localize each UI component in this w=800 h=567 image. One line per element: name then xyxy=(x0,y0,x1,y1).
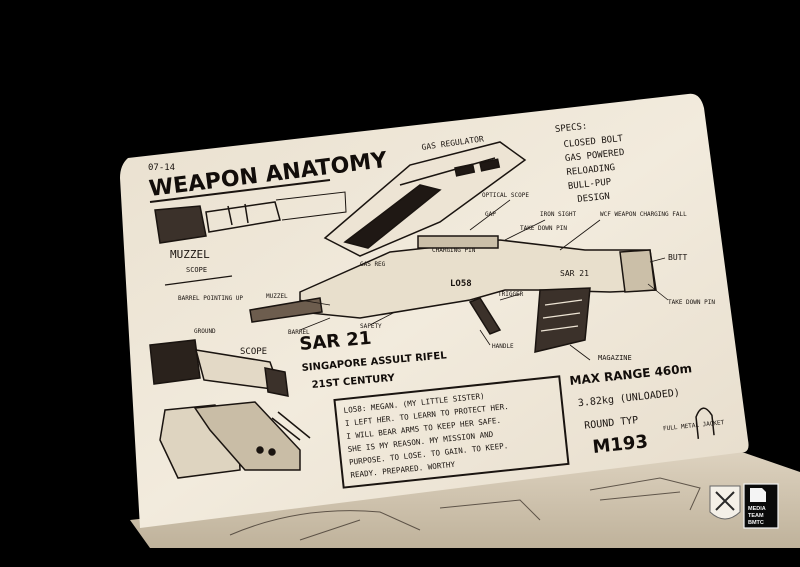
label-safety: SAFETY xyxy=(360,323,382,330)
label-trigger: TRIGGER xyxy=(498,291,524,298)
logo-text: BMTC xyxy=(748,520,764,526)
crest-logo xyxy=(709,485,741,520)
logo-text: MEDIA xyxy=(748,506,766,512)
label-muzzel: MUZZEL xyxy=(266,293,288,300)
media-team-logo: MEDIA TEAM BMTC xyxy=(743,483,779,529)
optical-scope-sketch xyxy=(323,141,527,257)
bullet-icon xyxy=(695,407,715,439)
rifle-sketch xyxy=(249,235,657,353)
callout-labels: OPTICAL SCOPE GAP IRON SIGHT TAKE DOWN P… xyxy=(240,192,715,362)
spec-item: BULL-PUP xyxy=(568,177,613,192)
label-muzzle-big: MUZZEL xyxy=(170,248,210,261)
label-gas-reg: GAS REG xyxy=(360,261,386,268)
label-optical-scope: OPTICAL SCOPE xyxy=(482,192,529,199)
label-magazine: MAGAZINE xyxy=(598,354,632,362)
spec-item: DESIGN xyxy=(577,192,610,205)
label-wcf: WCF WEAPON CHARGING FALL xyxy=(600,211,687,218)
label-barrel-pointing: BARREL POINTING UP xyxy=(178,295,243,302)
label-butt: BUTT xyxy=(668,253,687,262)
label-handle: HANDLE xyxy=(492,343,514,350)
label-take-down-pin-right: TAKE DOWN PIN xyxy=(668,299,715,306)
label-barrel: BARREL xyxy=(288,329,310,336)
stock-marking-2: SAR 21 xyxy=(560,269,589,278)
label-ground: GROUND xyxy=(194,328,216,335)
lower-page-sketches xyxy=(229,477,701,541)
sketch-date: 07-14 xyxy=(148,163,175,173)
label-charging-pin: CHARGING PIN xyxy=(432,247,476,254)
callout-lines xyxy=(299,199,669,361)
scope-magazine-sketch xyxy=(149,339,311,479)
lower-page xyxy=(130,452,800,548)
muzzle-sketch xyxy=(154,191,347,244)
specs-title: SPECS: xyxy=(554,122,587,135)
logo-text: TEAM xyxy=(748,513,764,519)
label-scope: SCOPE xyxy=(240,347,267,357)
stock-marking: LO58 xyxy=(450,279,472,289)
label-iron-sight: IRON SIGHT xyxy=(540,211,577,218)
notebook-page xyxy=(120,93,749,529)
label-take-down-pin-top: TAKE DOWN PIN xyxy=(520,225,567,232)
label-scope-small: SCOPE xyxy=(186,266,207,274)
